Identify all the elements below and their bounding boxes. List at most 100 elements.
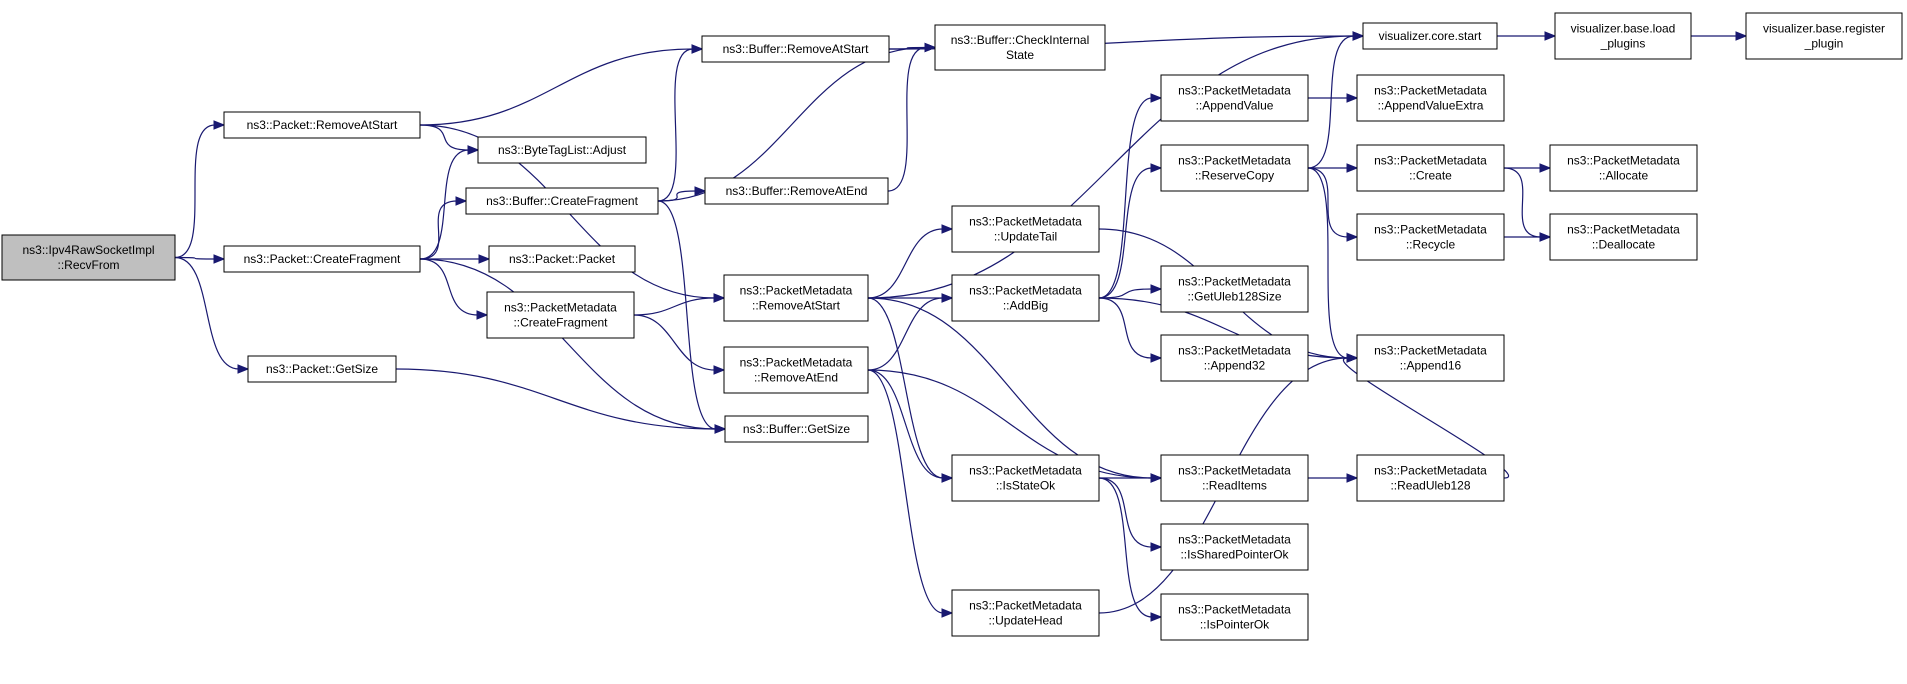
node-pm-removeatstart[interactable]: ns3::PacketMetadata::RemoveAtStart (723, 274, 869, 322)
node-label-line: ns3::PacketMetadata (740, 284, 853, 298)
call-edge-pm-reservecopy-to-pm-create (1308, 163, 1359, 173)
node-box (1362, 22, 1498, 50)
node-label-line: ::Deallocate (1592, 238, 1656, 252)
node-label-line: ::AddBig (1003, 299, 1048, 313)
node-viz-base-register-plugin[interactable]: visualizer.base.register_plugin (1745, 12, 1903, 60)
call-edge-pkt-createfragment-to-pm-createfragment (419, 258, 489, 320)
node-box (1160, 334, 1309, 382)
node-box (934, 24, 1106, 71)
call-edge-buf-removeatend-to-buf-checkinternalstate (887, 42, 937, 192)
node-pm-allocate[interactable]: ns3::PacketMetadata::Allocate (1549, 144, 1698, 192)
node-label-line: ns3::PacketMetadata (1374, 223, 1487, 237)
node-box (223, 111, 421, 139)
node-box (724, 415, 869, 443)
node-pm-isstateok[interactable]: ns3::PacketMetadata::IsStateOk (951, 454, 1100, 502)
call-edge-pm-readitems-to-pm-readuleb128 (1308, 473, 1359, 483)
node-pm-readitems[interactable]: ns3::PacketMetadata::ReadItems (1160, 454, 1309, 502)
node-box (1160, 265, 1309, 313)
node-label-line: ::IsSharedPointerOk (1180, 548, 1289, 562)
call-edge-buf-createfragment-to-buf-getsize (657, 200, 727, 434)
node-pkt-packet[interactable]: ns3::Packet::Packet (488, 245, 636, 273)
call-edge-pm-isstateok-to-pm-issharedpointerok (1098, 477, 1163, 552)
node-pm-getuleb128size[interactable]: ns3::PacketMetadata::GetUleb128Size (1160, 265, 1309, 313)
call-edge-pm-isstateok-to-pm-readitems (1099, 473, 1163, 483)
node-box (1356, 74, 1505, 122)
call-edge-pkt-createfragment-to-buf-getsize (419, 258, 727, 434)
call-edge-pm-addbig-to-pm-append32 (1098, 297, 1163, 363)
node-label-line: ns3::PacketMetadata (1178, 603, 1291, 617)
call-edge-pm-createfragment-to-pm-removeatend (633, 314, 726, 375)
call-edge-pm-reservecopy-to-pm-recycle (1307, 167, 1359, 242)
node-box (1356, 454, 1505, 502)
node-label-line: ns3::PacketMetadata (969, 599, 1082, 613)
node-box (1745, 12, 1903, 60)
node-label-line: _plugin (1804, 37, 1844, 51)
node-pm-recycle[interactable]: ns3::PacketMetadata::Recycle (1356, 213, 1505, 261)
node-pm-append16[interactable]: ns3::PacketMetadata::Append16 (1356, 334, 1505, 382)
node-label-line: ns3::PacketMetadata (1178, 84, 1291, 98)
call-edge-pm-create-to-pm-deallocate (1503, 167, 1552, 242)
node-label-line: ns3::Packet::GetSize (266, 362, 378, 376)
node-label-line: ns3::Packet::RemoveAtStart (247, 118, 398, 132)
node-pm-appendvalue[interactable]: ns3::PacketMetadata::AppendValue (1160, 74, 1309, 122)
node-pm-append32[interactable]: ns3::PacketMetadata::Append32 (1160, 334, 1309, 382)
node-box (1356, 213, 1505, 261)
node-label-line: ns3::PacketMetadata (1374, 464, 1487, 478)
node-label-line: ns3::Buffer::RemoveAtStart (723, 42, 870, 56)
call-edge-pm-removeatstart-to-pm-readitems (867, 297, 1163, 483)
node-bytetaglist-adjust[interactable]: ns3::ByteTagList::Adjust (477, 136, 647, 164)
node-pkt-createfragment[interactable]: ns3::Packet::CreateFragment (223, 245, 421, 273)
call-edge-pm-create-to-pm-allocate (1504, 163, 1552, 173)
node-label-line: ns3::PacketMetadata (1567, 154, 1680, 168)
node-box (951, 454, 1100, 502)
node-pm-appendvalueextra[interactable]: ns3::PacketMetadata::AppendValueExtra (1356, 74, 1505, 122)
node-pm-addbig[interactable]: ns3::PacketMetadata::AddBig (951, 274, 1100, 322)
node-label-line: visualizer.base.register (1763, 22, 1885, 36)
node-pm-reservecopy[interactable]: ns3::PacketMetadata::ReserveCopy (1160, 144, 1309, 192)
node-pm-deallocate[interactable]: ns3::PacketMetadata::Deallocate (1549, 213, 1698, 261)
node-label-line: ::ReadItems (1202, 479, 1267, 493)
call-edge-pm-reservecopy-to-pm-append16 (1307, 167, 1359, 363)
node-box (951, 205, 1100, 253)
node-box (1554, 12, 1692, 60)
node-label-line: ::UpdateTail (994, 230, 1057, 244)
node-pm-createfragment[interactable]: ns3::PacketMetadata::CreateFragment (486, 291, 635, 339)
node-buf-createfragment[interactable]: ns3::Buffer::CreateFragment (465, 187, 659, 215)
node-viz-core-start[interactable]: visualizer.core.start (1362, 22, 1498, 50)
node-pm-issharedpointerok[interactable]: ns3::PacketMetadata::IsSharedPointerOk (1160, 523, 1309, 571)
node-label-line: ns3::ByteTagList::Adjust (498, 143, 627, 157)
node-label-line: ns3::PacketMetadata (740, 356, 853, 370)
call-edge-pkt-removeatstart-to-buf-removeatstart (419, 44, 704, 126)
call-edge-pm-readuleb128-to-pm-append16 (1343, 353, 1509, 479)
node-label-line: ns3::PacketMetadata (1374, 84, 1487, 98)
node-box (723, 346, 869, 394)
call-edge-pm-appendvalue-to-pm-appendvalueextra (1308, 93, 1359, 103)
node-label-line: ns3::Buffer::CreateFragment (486, 194, 639, 208)
call-edge-viz-core-start-to-viz-base-load-plugins (1497, 31, 1557, 41)
node-pm-ispointerok[interactable]: ns3::PacketMetadata::IsPointerOk (1160, 593, 1309, 641)
node-label-line: ns3::PacketMetadata (969, 464, 1082, 478)
node-box (1160, 523, 1309, 571)
node-pm-removeatend[interactable]: ns3::PacketMetadata::RemoveAtEnd (723, 346, 869, 394)
node-pkt-getsize[interactable]: ns3::Packet::GetSize (247, 355, 397, 383)
node-box (723, 274, 869, 322)
node-viz-base-load-plugins[interactable]: visualizer.base.load_plugins (1554, 12, 1692, 60)
node-buf-getsize[interactable]: ns3::Buffer::GetSize (724, 415, 869, 443)
node-pm-updatetail[interactable]: ns3::PacketMetadata::UpdateTail (951, 205, 1100, 253)
node-recvfrom[interactable]: ns3::Ipv4RawSocketImpl::RecvFrom (1, 234, 176, 281)
node-label-line: ns3::PacketMetadata (1178, 344, 1291, 358)
node-pm-create[interactable]: ns3::PacketMetadata::Create (1356, 144, 1505, 192)
node-buf-removeatend[interactable]: ns3::Buffer::RemoveAtEnd (704, 177, 889, 205)
node-label-line: ::RemoveAtStart (752, 299, 841, 313)
node-buf-removeatstart[interactable]: ns3::Buffer::RemoveAtStart (701, 35, 890, 63)
node-label-line: ::RemoveAtEnd (754, 371, 838, 385)
node-label-line: ns3::PacketMetadata (969, 215, 1082, 229)
node-pm-updatehead[interactable]: ns3::PacketMetadata::UpdateHead (951, 589, 1100, 637)
node-pm-readuleb128[interactable]: ns3::PacketMetadata::ReadUleb128 (1356, 454, 1505, 502)
node-pkt-removeatstart[interactable]: ns3::Packet::RemoveAtStart (223, 111, 421, 139)
node-label-line: ns3::PacketMetadata (1374, 344, 1487, 358)
node-box (1549, 144, 1698, 192)
call-edge-pm-addbig-to-pm-getuleb128size (1098, 284, 1163, 299)
